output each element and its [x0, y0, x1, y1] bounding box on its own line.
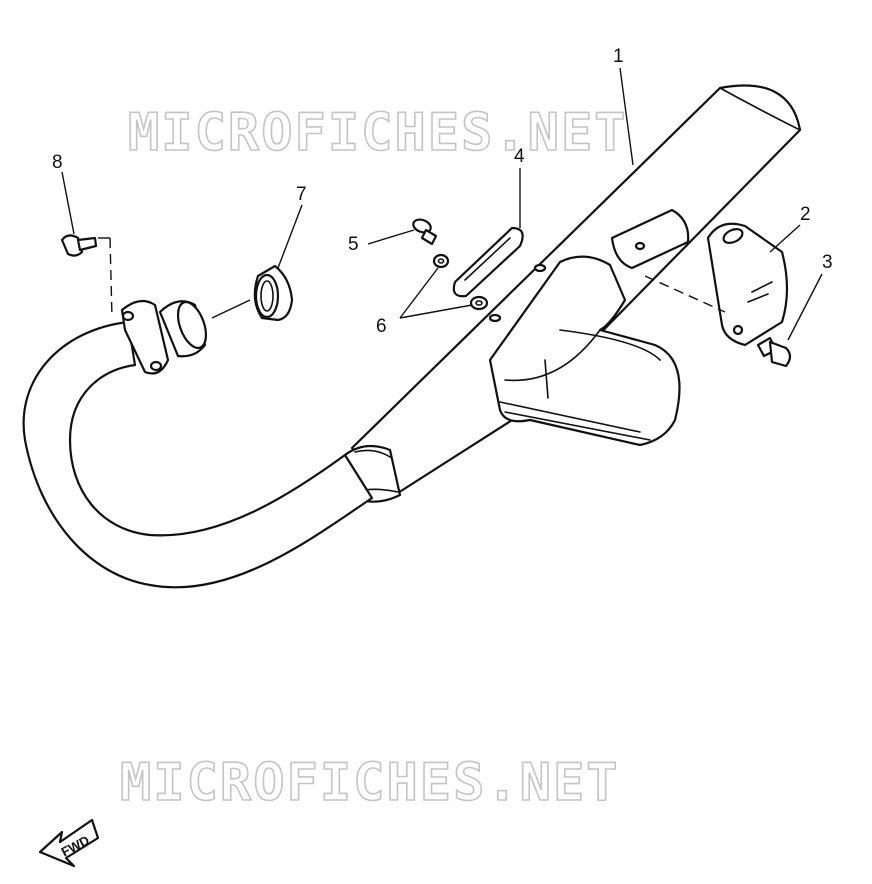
- gasket-strip: [452, 226, 524, 298]
- watermark-bottom: MICROFICHES.NET: [120, 753, 620, 813]
- callout-3: 3: [822, 252, 833, 273]
- callout-2: 2: [800, 204, 811, 225]
- fwd-label: FWD: [59, 832, 92, 859]
- leader-1: [619, 67, 634, 166]
- mounting-screw: [412, 218, 438, 246]
- header-pipe: [22, 320, 374, 589]
- assembly-line-bracket: [644, 275, 726, 313]
- muffler-bracket: [706, 222, 789, 347]
- callout-7: 7: [296, 184, 307, 205]
- callout-6: 6: [376, 316, 387, 337]
- leader-6a: [399, 267, 439, 319]
- callout-5: 5: [348, 234, 359, 255]
- leader-7: [277, 204, 303, 269]
- exhaust-gasket-ring: [253, 264, 294, 322]
- forward-direction-arrow: FWD: [38, 818, 100, 868]
- leader-5: [367, 229, 415, 245]
- washers: [432, 253, 489, 311]
- leader-8: [61, 171, 75, 235]
- watermark-top: MICROFICHES.NET: [128, 103, 628, 163]
- muffler-mount-tab: [610, 208, 690, 270]
- callout-8: 8: [52, 152, 63, 173]
- leader-2: [769, 224, 801, 253]
- flange-bolt: [60, 234, 98, 257]
- bracket-bolt: [756, 336, 792, 368]
- leader-6b: [399, 304, 473, 319]
- exhaust-assembly: [22, 84, 802, 589]
- assembly-line-bolt-to-flange: [109, 237, 113, 319]
- header-flange: [120, 299, 170, 375]
- heat-shield: [488, 255, 681, 447]
- leader-3: [787, 273, 823, 341]
- callout-1: 1: [613, 46, 624, 67]
- callout-4: 4: [514, 146, 525, 167]
